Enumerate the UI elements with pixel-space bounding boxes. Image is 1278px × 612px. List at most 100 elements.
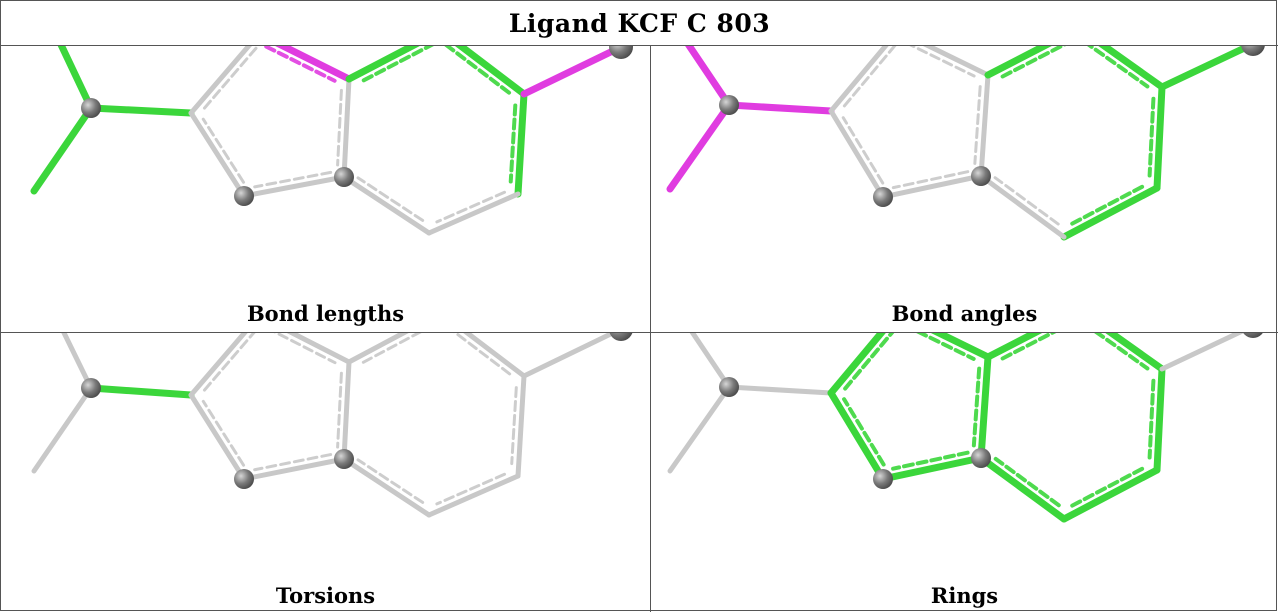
bond-A-B — [685, 46, 733, 109]
aromatic-dash-G-H — [336, 371, 343, 449]
bond-H-F — [879, 454, 985, 483]
panel-bond-angles: Bond angles — [651, 46, 1278, 332]
figure-title: Ligand KCF C 803 — [508, 8, 771, 38]
bond-K-L — [1060, 184, 1161, 241]
atom-H — [971, 448, 991, 468]
bond-L-H — [341, 456, 432, 518]
molecule-rings — [667, 333, 1263, 523]
grid-divider-vertical — [650, 46, 651, 612]
aromatic-dash-F-D — [201, 399, 246, 467]
aromatic-dash-E-G — [273, 333, 337, 365]
bond-I-J — [463, 333, 527, 379]
aromatic-dash-L-H — [993, 176, 1060, 226]
bond-K-L — [426, 191, 521, 236]
aromatic-dash-K-L — [435, 190, 507, 224]
atom-M — [609, 46, 633, 59]
aromatic-dash-G-I — [1000, 333, 1057, 361]
bond-D-E — [827, 333, 886, 397]
aromatic-dash-G-I — [361, 46, 434, 83]
atom-M — [1241, 46, 1265, 56]
bond-J-M — [1158, 46, 1256, 91]
bond-G-H — [341, 359, 352, 462]
aromatic-dash-H-F — [891, 450, 970, 471]
bond-J-K — [515, 373, 527, 479]
bond-D-E — [828, 46, 889, 114]
aromatic-dash-L-H — [356, 458, 425, 504]
aromatic-dash-E-G — [916, 333, 976, 361]
bond-G-H — [978, 72, 991, 179]
bond-K-L — [1060, 466, 1161, 523]
bond-C-B — [667, 384, 732, 474]
grid-divider-horizontal — [1, 332, 1278, 333]
aromatic-dash-G-I — [361, 333, 422, 364]
bond-L-H — [977, 454, 1068, 523]
bond-C-B — [30, 104, 95, 195]
aromatic-dash-D-E — [202, 46, 258, 110]
caption-rings: Rings — [930, 583, 999, 608]
bond-J-K — [1153, 365, 1166, 474]
aromatic-dash-G-H — [971, 366, 982, 448]
aromatic-dash-L-H — [356, 176, 425, 222]
bond-I-J — [1105, 333, 1166, 373]
bond-E-G — [922, 46, 991, 78]
aromatic-dash-E-G — [909, 46, 976, 78]
aromatic-dash-H-F — [891, 170, 970, 190]
bond-G-I — [345, 46, 420, 83]
bond-L-H — [978, 173, 1067, 240]
bond-B-D — [725, 101, 835, 115]
atom-F — [234, 469, 254, 489]
aromatic-dash-F-D — [841, 116, 885, 185]
bond-G-I — [984, 46, 1052, 79]
aromatic-dash-J-K — [1147, 378, 1156, 460]
aromatic-dash-G-H — [973, 85, 982, 165]
bond-C-B — [666, 101, 733, 193]
panel-bond-lengths: Bond lengths — [1, 46, 650, 332]
bond-H-F — [880, 173, 984, 200]
atom-B — [719, 95, 739, 115]
bond-B-D — [726, 384, 834, 396]
bond-F-D — [827, 389, 887, 483]
aromatic-dash-F-D — [842, 397, 886, 467]
bond-J-K — [1153, 83, 1166, 192]
atom-M — [609, 333, 633, 341]
aromatic-dash-I-J — [1094, 333, 1150, 371]
bond-H-F — [241, 456, 347, 482]
atom-M — [1243, 333, 1263, 338]
bond-K-L — [426, 473, 521, 518]
molecule-torsions — [31, 333, 633, 518]
bond-B-D — [87, 104, 195, 117]
molecule-bond-angles — [666, 46, 1265, 241]
bond-E-G — [275, 46, 353, 83]
bond-L-H — [341, 174, 432, 236]
bond-A-B — [61, 333, 94, 391]
bond-G-I — [346, 333, 409, 365]
bond-G-I — [984, 333, 1043, 361]
aromatic-dash-G-H — [336, 88, 343, 167]
bond-A-B — [57, 46, 95, 112]
bond-F-D — [188, 110, 247, 199]
aromatic-dash-D-E — [842, 46, 897, 108]
aromatic-dash-J-K — [1147, 96, 1156, 178]
aromatic-dash-F-D — [201, 117, 246, 184]
bond-J-M — [1159, 333, 1245, 372]
aromatic-dash-D-E — [202, 333, 256, 392]
panel-torsions: Torsions — [1, 333, 650, 611]
bond-F-D — [188, 392, 247, 482]
bond-C-B — [31, 385, 94, 474]
bond-J-K — [514, 90, 528, 198]
bond-E-G — [930, 333, 992, 361]
caption-torsions: Torsions — [275, 583, 376, 608]
atom-B — [81, 378, 101, 398]
aromatic-dash-I-J — [444, 46, 512, 95]
aromatic-dash-K-L — [1069, 184, 1145, 227]
aromatic-dash-D-E — [843, 333, 895, 391]
atom-H — [971, 166, 991, 186]
aromatic-dash-E-G — [264, 46, 337, 83]
bond-D-E — [188, 333, 248, 398]
aromatic-dash-I-J — [453, 333, 512, 376]
atom-H — [334, 449, 354, 469]
aromatic-dash-K-L — [1069, 466, 1145, 509]
bond-J-M — [521, 333, 619, 379]
atom-F — [873, 469, 893, 489]
